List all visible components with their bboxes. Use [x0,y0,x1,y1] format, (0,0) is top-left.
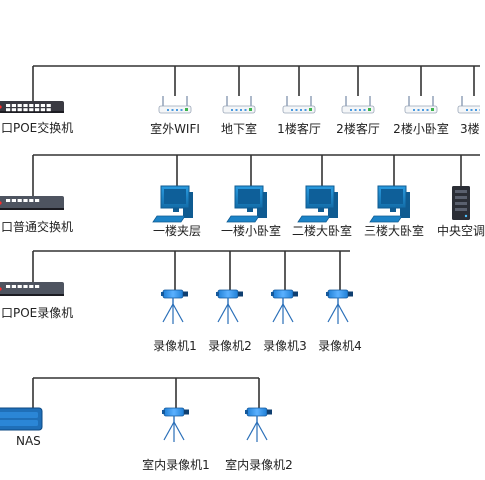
wireless-router-icon-6 [457,96,480,114]
camera-label-2: 录像机2 [208,339,252,353]
connection-lines [32,65,480,408]
security-camera-icon-1 [161,289,188,324]
desktop-computer-icon-4 [369,185,410,223]
indoor-security-camera-icon-1 [162,407,189,442]
indoor-camera-label-1: 室内录像机1 [142,458,210,472]
pc-label-1f-mezzanine: 一楼夹层 [152,224,202,238]
security-camera-icon-3 [271,289,298,324]
camera-label-3: 录像机3 [263,339,307,353]
wireless-router-icon-3 [282,96,316,114]
desktop-computer-icon-1 [152,185,193,223]
nas-label: NAS [16,434,41,448]
security-camera-icon-4 [326,289,353,324]
ap-label-1f-living: 1楼客厅 [277,122,321,136]
wireless-router-icon-5 [404,96,438,114]
indoor-camera-label-2: 室内录像机2 [225,458,293,472]
indoor-security-camera-icon-2 [245,407,272,442]
wireless-router-icon-1 [158,96,192,114]
poe-switch-label: 口POE交换机 [1,121,74,135]
ap-label-outdoor-wifi: 室外WIFI [150,122,200,136]
server-label-central-ac: 中央空调 [437,224,485,238]
security-camera-icon-2 [216,289,243,324]
pc-label-2f-master-bedroom: 二楼大卧室 [291,224,353,238]
camera-label-4: 录像机4 [318,339,362,353]
server-tower-icon [452,186,470,220]
wireless-router-icon-4 [341,96,375,114]
nas-icon [0,407,43,431]
pc-label-3f-master-bedroom: 三楼大卧室 [363,224,425,238]
pc-label-1f-small-bedroom: 一楼小卧室 [220,224,282,238]
ap-label-2f-living: 2楼客厅 [336,122,380,136]
ap-label-basement: 地下室 [220,122,258,136]
device-icons [0,96,480,442]
wireless-router-icon-2 [222,96,256,114]
ap-label-3f: 3楼 [460,122,480,136]
desktop-computer-icon-3 [297,185,338,223]
desktop-computer-icon-2 [226,185,267,223]
ap-label-2f-small-bedroom: 2楼小卧室 [393,122,449,136]
poe-nvr-label: 口POE录像机 [1,306,74,320]
normal-switch-label: 口普通交换机 [1,220,74,234]
poe-switch-icon [0,101,64,113]
camera-label-1: 录像机1 [153,339,197,353]
network-switch-icon [0,196,64,210]
nvr-icon [0,282,64,296]
